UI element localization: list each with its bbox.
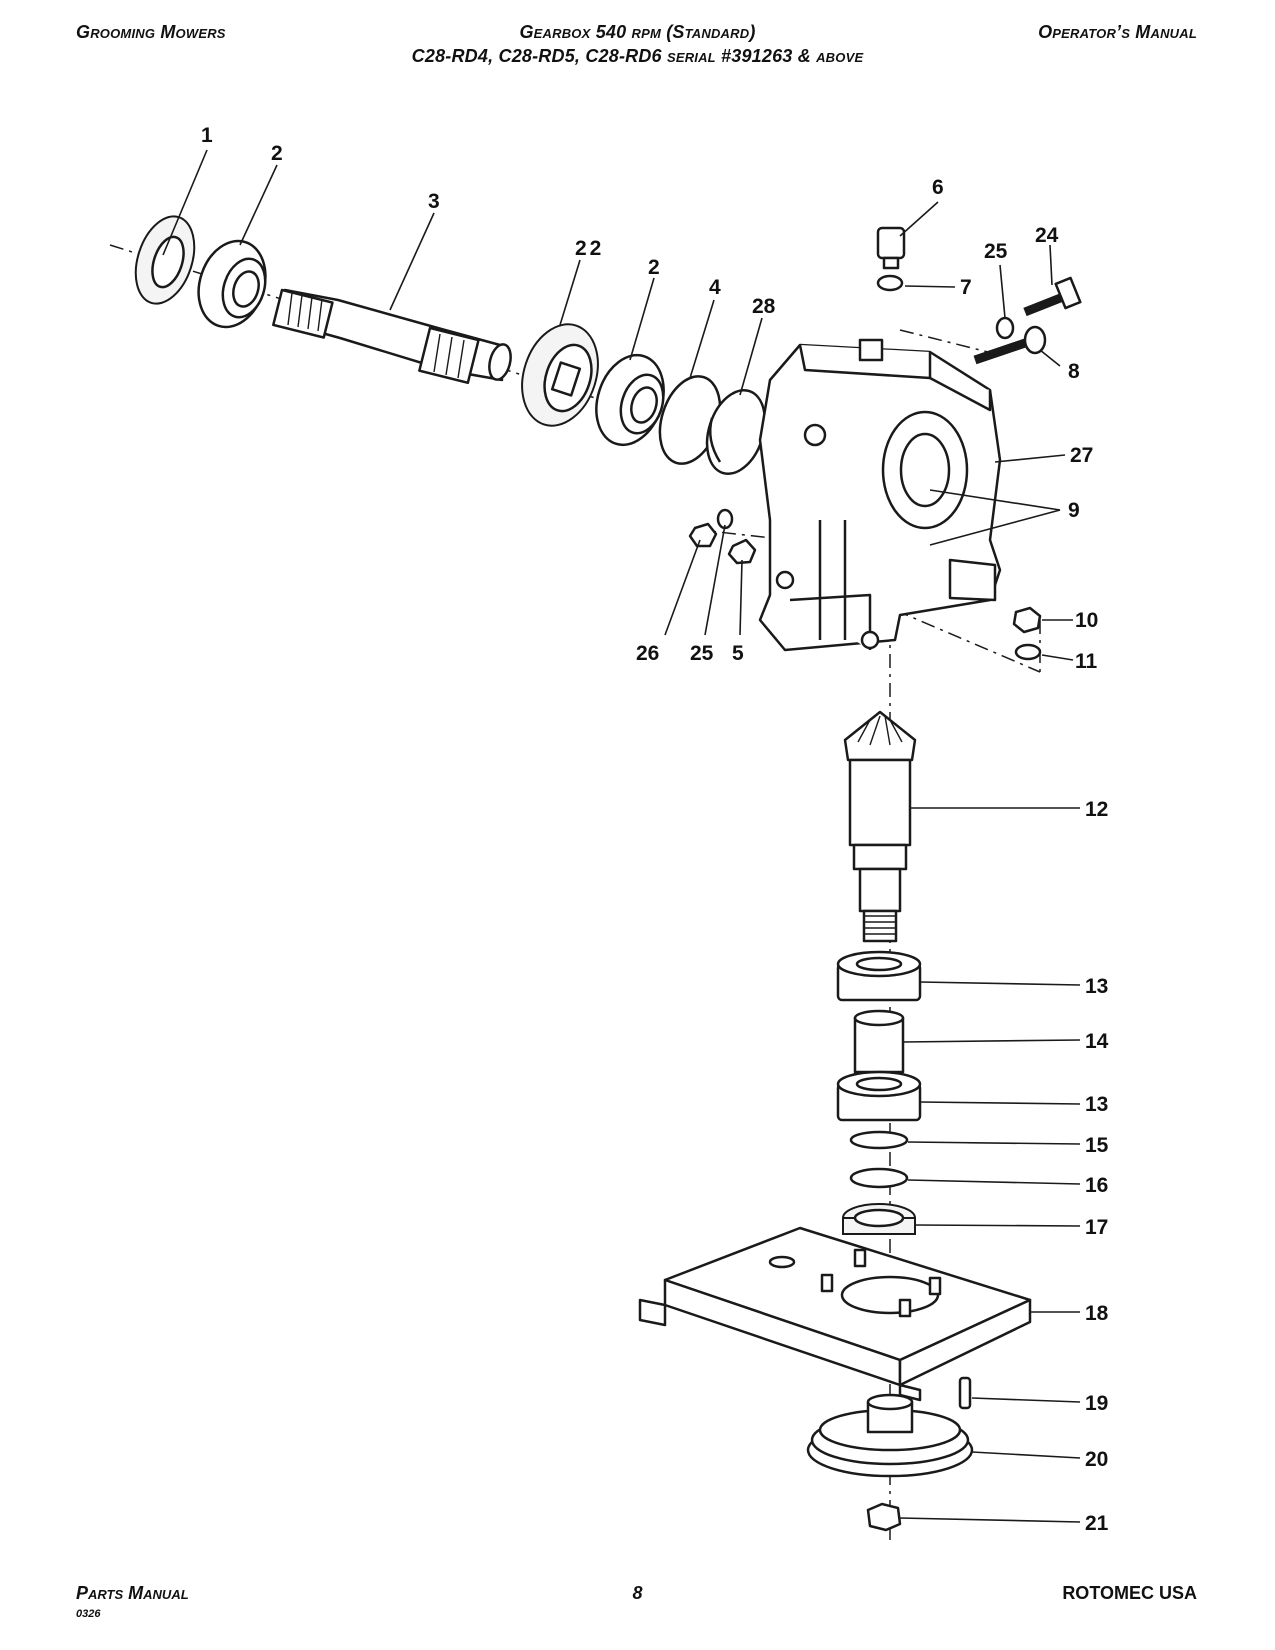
part-pulley-20 <box>806 1393 974 1478</box>
part-nut-21 <box>866 1502 902 1532</box>
part-washer-25a <box>995 316 1015 340</box>
part-bearing-13a <box>836 950 922 1002</box>
callout-15: 15 <box>1085 1134 1109 1157</box>
part-key-19 <box>958 1376 972 1410</box>
callout-22: 22 <box>575 237 604 260</box>
part-breather-plug-6 <box>876 226 906 270</box>
callout-6: 6 <box>932 176 944 199</box>
callout-9: 9 <box>1068 499 1080 522</box>
callout-12: 12 <box>1085 798 1108 821</box>
part-washer-7 <box>876 274 904 292</box>
part-bolt-24 <box>1023 276 1082 317</box>
part-washer-15 <box>849 1130 909 1150</box>
callout-21: 21 <box>1085 1512 1109 1535</box>
part-input-shaft-3 <box>272 288 512 385</box>
part-mounting-plate-18 <box>638 1226 1032 1402</box>
part-bearing-13b <box>836 1070 922 1122</box>
callout-14: 14 <box>1085 1030 1109 1053</box>
header-manual-name: Operator’s Manual <box>1038 22 1197 42</box>
page-title-line-1: Gearbox 540 rpm (Standard) <box>519 22 756 42</box>
part-bearing-2a <box>197 239 267 329</box>
part-pinion-shaft-12 <box>843 710 917 943</box>
part-nut-5 <box>727 538 757 565</box>
callout-2: 2 <box>648 256 660 279</box>
callout-17: 17 <box>1085 1216 1108 1239</box>
callout-27: 27 <box>1070 444 1093 467</box>
callout-25: 25 <box>690 642 714 665</box>
callout-1: 1 <box>201 124 213 147</box>
header-section-title: Grooming Mowers <box>76 22 226 42</box>
part-spacer-14 <box>853 1009 905 1074</box>
callout-11: 11 <box>1075 650 1098 673</box>
part-nut-10 <box>1012 606 1042 634</box>
part-nut-26 <box>688 522 718 548</box>
callout-3: 3 <box>428 190 440 213</box>
callout-8: 8 <box>1068 360 1080 383</box>
part-oil-seal-1 <box>134 215 196 305</box>
part-gearbox-housing <box>758 338 1002 652</box>
footer-brand: ROTOMEC USA <box>1062 1583 1197 1603</box>
callout-19: 19 <box>1085 1392 1108 1415</box>
callout-labels: 1 2 3 22 2 4 28 6 7 25 24 8 27 9 10 11 2… <box>201 124 1109 1535</box>
callout-16: 16 <box>1085 1174 1108 1197</box>
callout-13: 13 <box>1085 975 1108 998</box>
part-snap-ring-16 <box>849 1167 909 1189</box>
callout-24: 24 <box>1035 224 1059 247</box>
callout-4: 4 <box>709 276 721 299</box>
callout-leader-lines <box>162 149 1081 1523</box>
callout-20: 20 <box>1085 1448 1108 1471</box>
callout-28: 28 <box>752 295 776 318</box>
part-bevel-gear-22 <box>521 323 599 427</box>
part-bolt-8 <box>973 325 1047 365</box>
callout-13: 13 <box>1085 1093 1108 1116</box>
page-title: Gearbox 540 rpm (Standard) C28-RD4, C28-… <box>0 20 1275 68</box>
part-washer-11 <box>1014 643 1042 661</box>
callout-5: 5 <box>732 642 744 665</box>
callout-26: 26 <box>636 642 659 665</box>
callout-7: 7 <box>960 276 972 299</box>
part-cap-28 <box>705 389 767 475</box>
part-bearing-2b <box>595 353 665 447</box>
callout-10: 10 <box>1075 609 1098 632</box>
callout-18: 18 <box>1085 1302 1109 1325</box>
callout-2: 2 <box>271 142 283 165</box>
footer-document-code: 0326 <box>76 1608 101 1620</box>
callout-25: 25 <box>984 240 1008 263</box>
page-number: 8 <box>632 1583 643 1603</box>
footer-document-type: Parts Manual <box>76 1583 189 1603</box>
part-seal-17 <box>842 1203 916 1235</box>
page-title-line-2: C28-RD4, C28-RD5, C28-RD6 serial #391263… <box>411 46 864 66</box>
